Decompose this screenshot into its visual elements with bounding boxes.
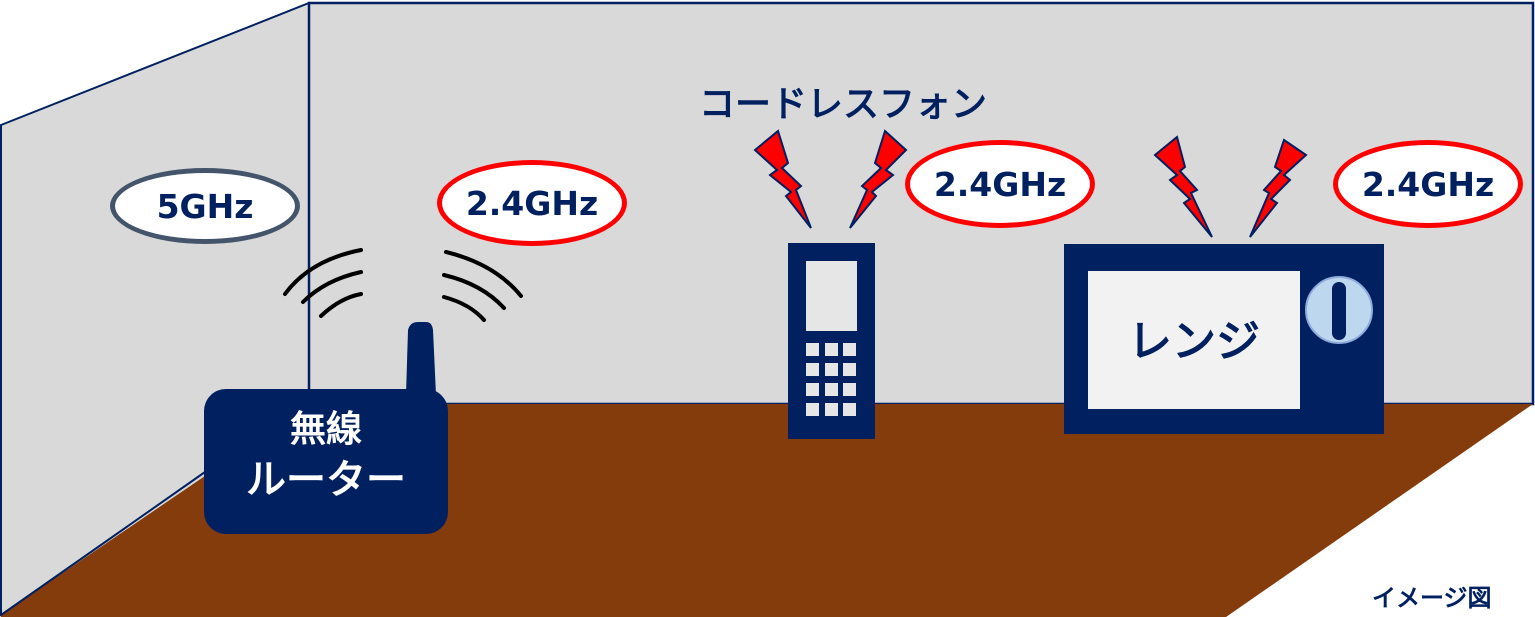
frequency-badge-router-24ghz: 2.4GHz bbox=[437, 160, 627, 246]
frequency-badge-microwave-24ghz: 2.4GHz bbox=[1333, 140, 1523, 228]
wifi-waves-right-icon bbox=[442, 250, 523, 322]
frequency-label: 2.4GHz bbox=[1361, 164, 1495, 204]
cordless-phone-label: コードレスフォン bbox=[699, 84, 988, 125]
lightning-bolt-icon bbox=[1153, 135, 1213, 238]
microwave-label: レンジ bbox=[1128, 316, 1260, 367]
router-antenna bbox=[406, 322, 436, 395]
frequency-label: 2.4GHz bbox=[933, 164, 1067, 204]
lightning-bolt-icon bbox=[849, 129, 908, 229]
image-caption: イメージ図 bbox=[1372, 584, 1492, 612]
frequency-badge-5ghz: 5GHz bbox=[110, 168, 300, 244]
frequency-label: 2.4GHz bbox=[465, 183, 599, 223]
lightning-bolt-icon bbox=[1249, 138, 1308, 238]
router-label-line1: 無線 bbox=[289, 409, 362, 450]
lightning-bolt-icon bbox=[753, 129, 812, 229]
router-label-line2: ルーター bbox=[246, 457, 406, 503]
frequency-badge-phone-24ghz: 2.4GHz bbox=[905, 140, 1095, 228]
cordless-phone-icon bbox=[788, 243, 875, 439]
router-label: 無線 ルーター bbox=[204, 405, 448, 505]
floor-edge-line bbox=[0, 471, 206, 616]
microwave-icon bbox=[1064, 244, 1384, 434]
wifi-waves-left-icon bbox=[283, 248, 363, 318]
router-body bbox=[204, 389, 448, 534]
frequency-label: 5GHz bbox=[156, 186, 254, 226]
